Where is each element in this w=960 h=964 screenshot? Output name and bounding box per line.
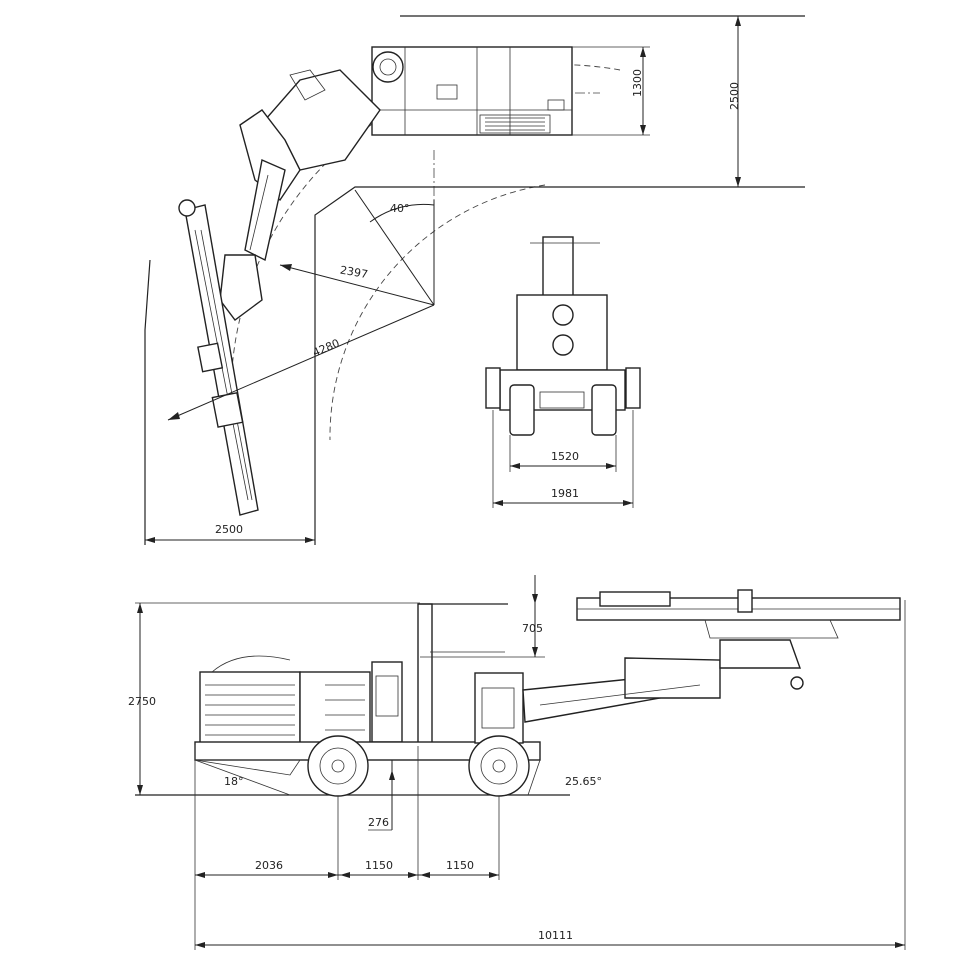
rear-left-jack <box>485 367 501 409</box>
swing-arc-inner <box>329 184 546 441</box>
side-clearance-label: 276 <box>368 816 389 829</box>
rear-view: 1520 1981 <box>485 236 641 508</box>
rear-mast <box>542 236 574 298</box>
side-canopy-gap-label: 705 <box>522 622 543 635</box>
top-angle-label: 40° <box>390 202 410 215</box>
feed-side <box>576 589 901 639</box>
side-view: 2750 705 18° 25.65° 276 2036 1150 <box>128 575 906 950</box>
side-axle-mid-label: 1150 <box>365 859 393 872</box>
engine-compartment <box>199 655 403 746</box>
side-mid-axle-label: 1150 <box>446 859 474 872</box>
boom-side <box>522 639 804 723</box>
rear-right-wheel <box>591 384 617 436</box>
rear-track-label: 1520 <box>551 450 579 463</box>
angle-arc <box>369 203 435 223</box>
feed-top <box>178 199 259 516</box>
top-view: 40° 2397 4280 2500 1300 2500 <box>144 15 805 545</box>
rear-wheel-side <box>307 735 369 797</box>
rear-left-wheel <box>509 384 535 436</box>
top-width-label: 2500 <box>215 523 243 536</box>
side-height-label: 2750 <box>128 695 156 708</box>
side-overhang-label: 2036 <box>255 859 283 872</box>
top-overall-width-label: 2500 <box>728 82 741 110</box>
carrier-top <box>371 46 573 136</box>
side-total-length-label: 10111 <box>538 929 573 942</box>
angle-ray <box>354 189 435 306</box>
side-approach-angle-label: 18° <box>224 775 244 788</box>
corridor-wall <box>144 259 151 545</box>
top-radius-label: 2397 <box>339 263 369 281</box>
radius-line-4280 <box>167 304 435 421</box>
side-departure-angle-label: 25.65° <box>565 775 602 788</box>
top-carrier-width-label: 1300 <box>631 69 644 97</box>
corridor-inner-wall <box>314 186 805 545</box>
boom-arm-top <box>219 159 286 321</box>
boom-head-top <box>239 69 381 202</box>
front-wheel-side <box>468 735 530 797</box>
rear-right-jack <box>625 367 641 409</box>
rear-width-label: 1981 <box>551 487 579 500</box>
radius-line-2397 <box>279 264 435 306</box>
